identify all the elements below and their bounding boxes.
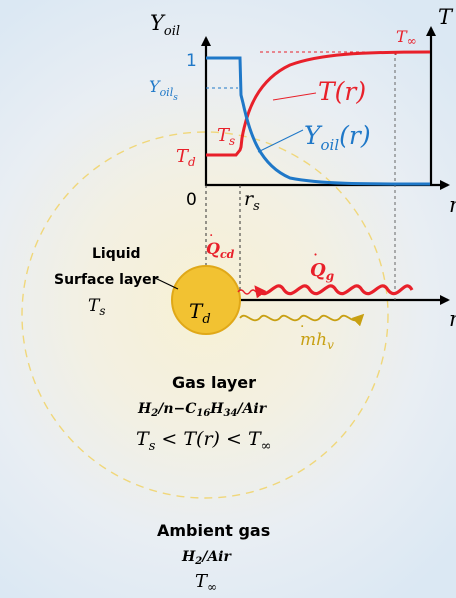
y-left-axis-label: Yoil <box>150 11 180 39</box>
ambient-gas-temperature: T∞ <box>195 571 217 594</box>
r-axis-label-bottom: r <box>449 307 456 331</box>
surface-layer-title: Surface layer <box>54 272 159 288</box>
t-r-label: T(r) <box>318 77 366 106</box>
q-cd-dot: · <box>209 228 213 244</box>
gas-layer-title: Gas layer <box>172 373 256 392</box>
t-d-chart-label: Td <box>176 146 196 169</box>
q-cd-label: Qcd <box>206 239 235 261</box>
tick-zero: 0 <box>186 190 197 210</box>
ambient-gas-title: Ambient gas <box>157 521 270 540</box>
mh-v-dot: · <box>300 319 304 335</box>
fuel-fraction-curve <box>206 56 431 186</box>
tick-one: 1 <box>186 51 197 71</box>
tick-y-oil-s: Yoils <box>149 77 178 103</box>
vapor-flux-arrow <box>239 313 365 327</box>
r-axis-label-top: r <box>449 193 456 217</box>
gas-layer-inequality: Ts < T(r) < T∞ <box>136 428 271 454</box>
gas-layer-boundary <box>21 131 389 499</box>
liquid-title: Liquid <box>92 246 141 262</box>
y-oil-r-label: Yoil(r) <box>304 121 371 154</box>
y-right-axis-label: T <box>438 5 454 29</box>
gas-layer-composition: H2/n−C16H34/Air <box>137 401 268 419</box>
droplet-td-label: Td <box>189 299 211 327</box>
temperature-curve <box>206 50 431 157</box>
q-g-dot: · <box>313 245 318 264</box>
t-r-leader <box>272 92 317 101</box>
ambient-gas-composition: H2/Air <box>181 549 232 567</box>
heat-flux-gas-arrow <box>254 284 414 299</box>
t-s-chart-label: Ts <box>217 125 235 148</box>
q-g-label: Qg <box>310 260 334 283</box>
t-infinity-label: T∞ <box>396 27 417 48</box>
q-cd-arrow <box>237 289 257 295</box>
droplet-leader <box>154 277 179 290</box>
surface-ts-label: Ts <box>88 296 106 318</box>
tick-r-s: rs <box>244 188 260 214</box>
mh-v-label: mhv <box>300 330 334 352</box>
droplet <box>171 265 241 335</box>
y-r-leader <box>257 129 304 153</box>
